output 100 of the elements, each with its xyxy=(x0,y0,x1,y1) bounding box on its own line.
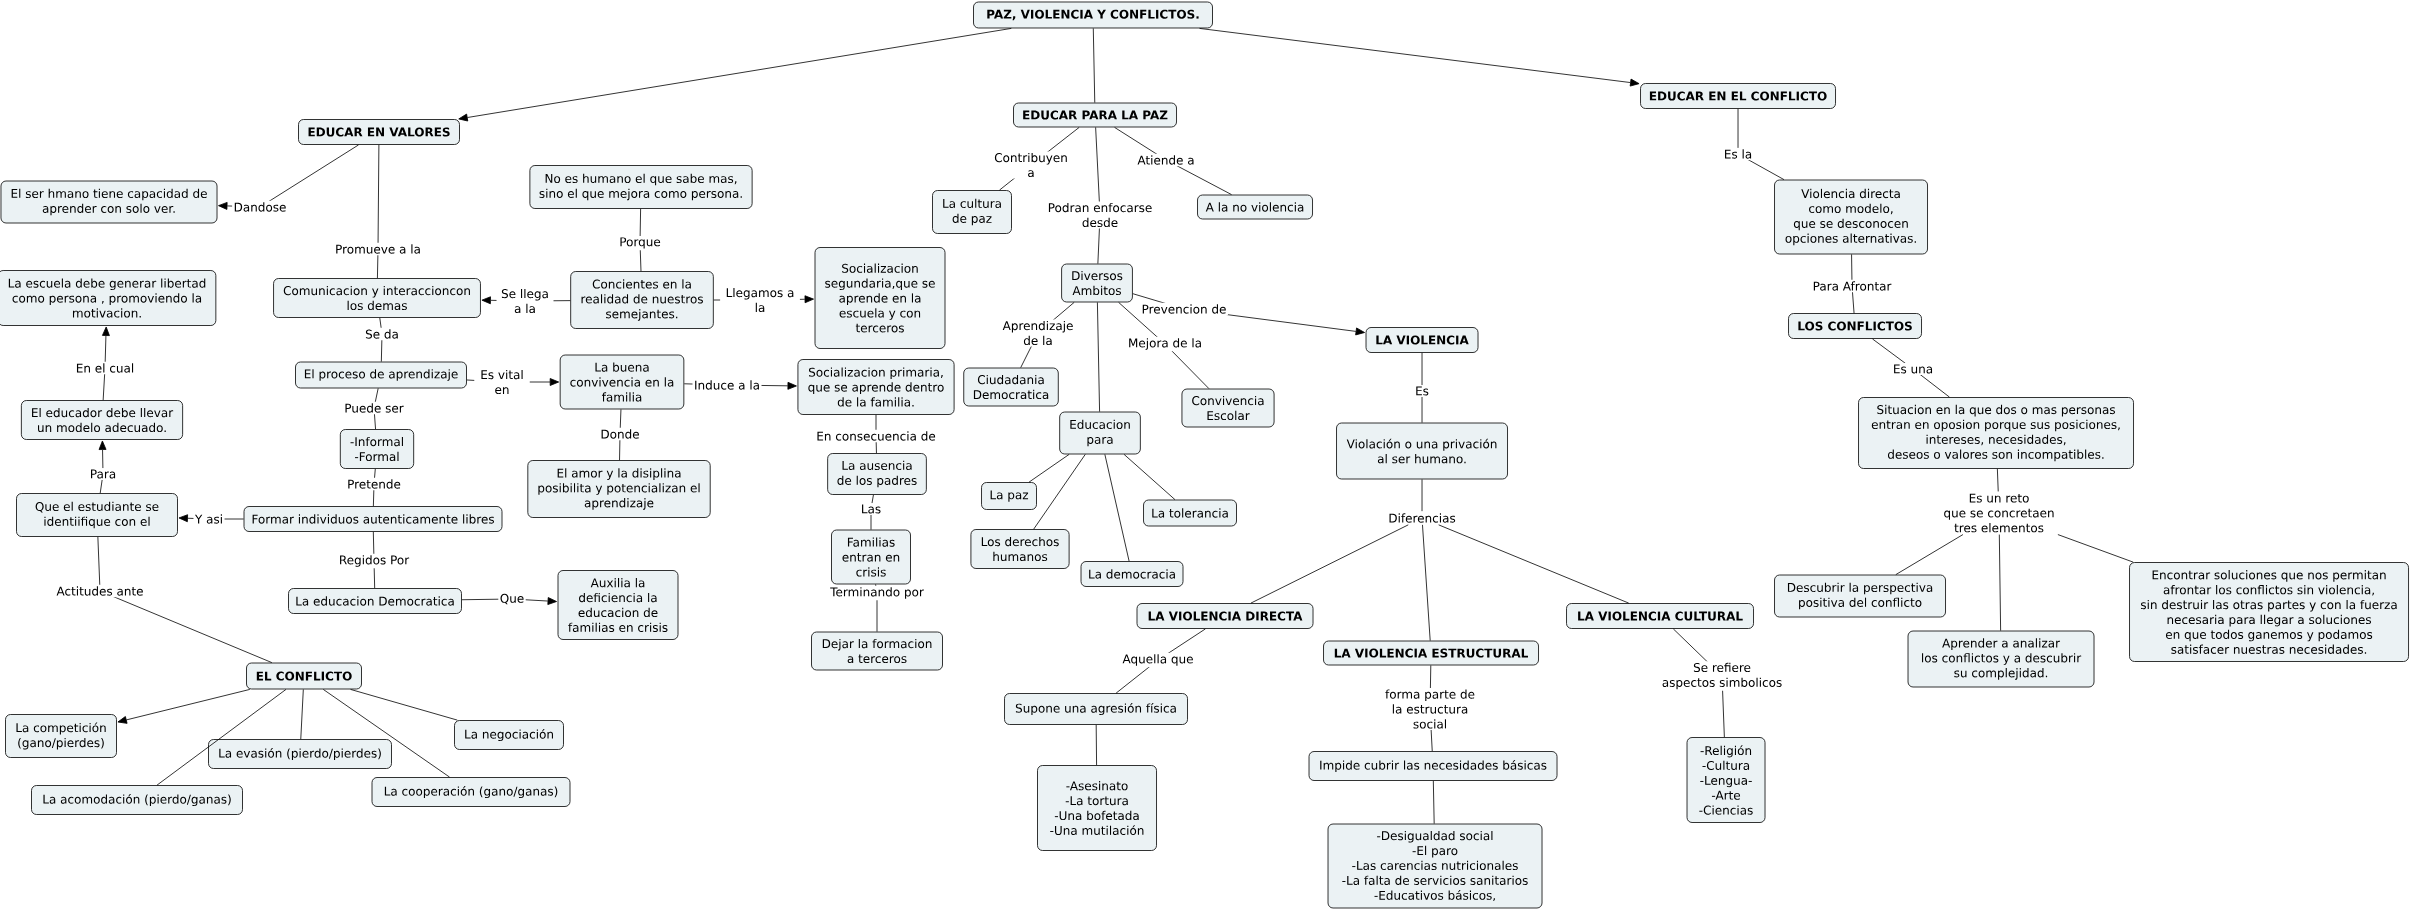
concept-box: Violencia directa como modelo, que se desconocen opciones alternativas. xyxy=(1774,179,1928,255)
connector-line xyxy=(1097,302,1100,412)
concept-box: El proceso de aprendizaje xyxy=(295,361,467,389)
concept-box: La negociación xyxy=(454,720,564,750)
connector-line xyxy=(1095,724,1097,766)
arrow xyxy=(117,689,251,724)
concept-box: Educacion para xyxy=(1059,411,1141,455)
connector-line xyxy=(1438,524,1630,604)
concept-box: Socializacion segundaria,que se aprende en la escuela y con terceros xyxy=(814,247,946,349)
concept-box: -Religión -Cultura -Lengua- -Arte -Ciencias xyxy=(1686,737,1766,823)
arrow xyxy=(1199,28,1640,87)
edge-label: Llegamos a la xyxy=(720,286,800,314)
connector-line xyxy=(1123,454,1176,500)
edge-label: Es la xyxy=(1722,147,1754,161)
concept-box: La evasión (pierdo/pierdes) xyxy=(208,739,392,769)
linking-phrase: Es un reto que se concretaen tres elementos xyxy=(1944,493,2054,533)
concept-box: LA VIOLENCIA xyxy=(1365,327,1479,353)
concept-box: La educacion Democratica xyxy=(288,588,462,614)
connector-line xyxy=(1895,534,1964,575)
concept-box: Impide cubrir las necesidades básicas xyxy=(1308,751,1558,781)
linking-phrase: Diferencias xyxy=(1389,513,1456,523)
arrow xyxy=(98,440,107,494)
concept-box: Que el estudiante se identiifique con el xyxy=(16,493,178,537)
edge-label: Pretende xyxy=(345,477,403,491)
edge-label: Las xyxy=(859,503,883,515)
connector-line xyxy=(1104,454,1130,562)
concept-box: Situacion en la que dos o mas personas entran en oposion porque sus posiciones, intereses, necesidades, deseos o valores son incompatibles. xyxy=(1858,397,2134,469)
concept-box: Ciudadania Democratica xyxy=(963,367,1059,407)
concept-box: La acomodación (pierdo/ganas) xyxy=(31,785,243,815)
edge-label: Dandose xyxy=(232,200,288,214)
connector-line xyxy=(300,689,304,740)
edge-label: Regidos Por xyxy=(337,553,411,569)
concept-box: El ser hmano tiene capacidad de aprender con solo ver. xyxy=(0,180,218,224)
connector-line xyxy=(1092,28,1096,103)
concept-box: LA VIOLENCIA CULTURAL xyxy=(1566,603,1754,629)
concept-box: La escuela debe generar libertad como persona , promoviendo la motivacion. xyxy=(0,270,217,326)
concept-box: EDUCAR PARA LA PAZ xyxy=(1013,102,1177,128)
edge-label: Que xyxy=(498,592,526,606)
connector-line xyxy=(350,689,458,721)
connector-line xyxy=(97,536,273,663)
edge-label: Puede ser xyxy=(342,401,406,415)
concept-box: La competición (gano/pierdes) xyxy=(5,714,117,758)
connector-line xyxy=(1421,479,1423,512)
edge-label: En el cual xyxy=(74,361,136,375)
connector-line xyxy=(1250,524,1409,604)
connector-line xyxy=(156,689,287,786)
edge-label: Se llega a la xyxy=(496,287,554,315)
concept-box: El educador debe llevar un modelo adecuado. xyxy=(20,400,184,440)
concept-box: Socializacion primaria, que se aprende dentro de la familia. xyxy=(797,359,955,415)
concept-box: Auxilia la deficiencia la educacion de familias en crisis xyxy=(557,570,679,640)
concept-box: La ausencia de los padres xyxy=(827,453,927,495)
edge-label: Terminando por xyxy=(828,585,926,601)
concept-box: EL CONFLICTO xyxy=(246,662,362,690)
concept-box: La buena convivencia en la familia xyxy=(559,354,685,410)
edge-label: Donde xyxy=(598,427,642,441)
concept-box: Supone una agresión física xyxy=(1004,693,1188,725)
concept-box: LA VIOLENCIA DIRECTA xyxy=(1136,603,1314,629)
concept-box: Concientes en la realidad de nuestros semejantes. xyxy=(570,271,714,329)
connector-line xyxy=(2057,534,2134,563)
concept-box: A la no violencia xyxy=(1197,194,1313,220)
arrow xyxy=(461,597,557,605)
connector-line xyxy=(377,144,380,279)
concept-box: PAZ, VIOLENCIA Y CONFLICTOS. xyxy=(973,1,1213,29)
edge-label: Es vital en xyxy=(474,368,530,396)
concept-box: El amor y la disiplina posibilita y potencializan el aprendizaje xyxy=(527,460,711,518)
edge-label: Porque xyxy=(617,235,663,251)
edge-label: Contribuyen a xyxy=(989,151,1073,179)
concept-box: -Asesinato -La tortura -Una bofetada -Una mutilación xyxy=(1037,765,1157,851)
concept-box: Comunicacion y interaccioncon los demas xyxy=(273,278,481,318)
connector-line xyxy=(1033,454,1086,530)
connector-line xyxy=(1028,454,1070,483)
concept-box: Los derechos humanos xyxy=(970,529,1070,569)
concept-box: Violación o una privación al ser humano. xyxy=(1336,422,1508,480)
edge-label: Mejora de la xyxy=(1126,336,1204,352)
concept-box: La cultura de paz xyxy=(932,190,1012,234)
edge-label: Atiende a xyxy=(1135,153,1197,167)
connector-line xyxy=(1998,534,2002,631)
edge-label: forma parte de la estructura social xyxy=(1379,687,1481,731)
concept-box: Diversos Ambitos xyxy=(1061,263,1133,303)
connector-line xyxy=(1432,780,1435,824)
connector-line xyxy=(1996,468,1999,492)
concept-box: La paz xyxy=(981,482,1037,510)
concept-box: Descubrir la perspectiva positiva del conflicto xyxy=(1774,574,1946,618)
concept-box: Encontrar soluciones que nos permitan afrontar los conflictos sin violencia, sin destruir las otras partes y con la fuerza necesaria para llegar a soluciones en que todos ganemos y podamos satisfacer nuestras necesidades. xyxy=(2129,562,2409,662)
connector-line xyxy=(1421,352,1423,423)
edge-label: Prevencion de xyxy=(1140,302,1228,316)
concept-box: LA VIOLENCIA ESTRUCTURAL xyxy=(1323,640,1539,666)
edge-label: Induce a la xyxy=(692,378,762,392)
concept-box: Familias entran en crisis xyxy=(831,529,911,585)
concept-box: Dejar la formacion a terceros xyxy=(811,631,943,671)
edge-label: Podran enfocarse desde xyxy=(1041,201,1159,229)
concept-box: Aprender a analizar los conflictos y a descubrir su complejidad. xyxy=(1907,630,2095,688)
connector-line xyxy=(1422,524,1431,641)
concept-box: -Desigualdad social -El paro -Las carencias nutricionales -La falta de servicios sanitarios -Educativos básicos, xyxy=(1327,823,1543,909)
edge-label: Es xyxy=(1413,385,1431,397)
concept-box: Convivencia Escolar xyxy=(1181,388,1275,428)
concept-box: La democracia xyxy=(1080,561,1184,587)
edge-label: Actitudes ante xyxy=(54,584,146,598)
arrow xyxy=(102,326,110,401)
edge-label: Para Afrontar xyxy=(1811,279,1893,293)
